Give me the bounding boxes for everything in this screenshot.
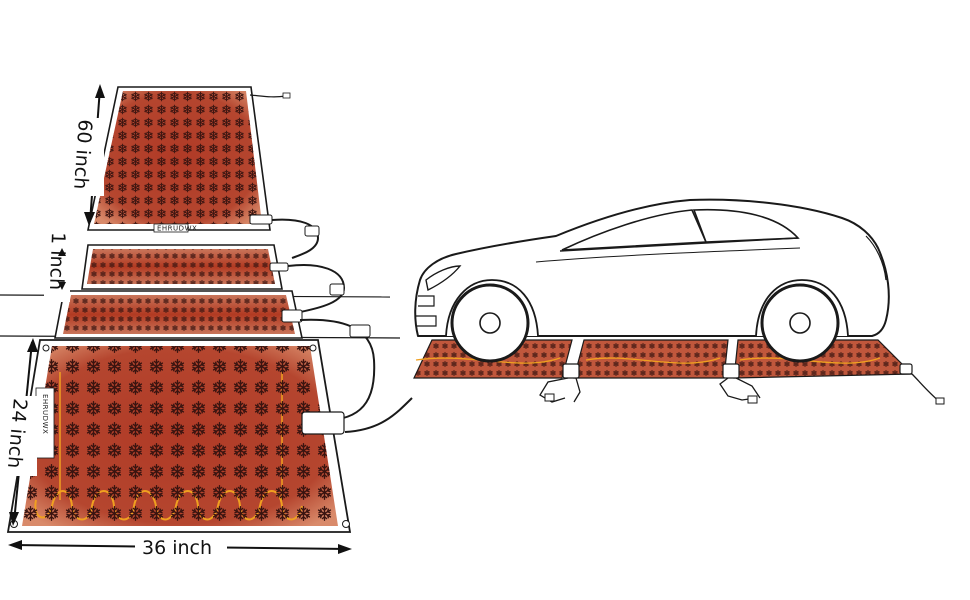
rear-wheel [755,279,849,363]
brand-label-top: EHRUDWX [157,225,197,233]
front-wheel [445,279,539,363]
arrow-icon [84,212,95,226]
brand-label-large: EHRUDWX [41,394,49,434]
power-plug-icon [282,92,291,99]
heating-mat-top: EHRUDWX [87,86,291,233]
power-plug-icon [747,395,758,404]
connector-cable [271,218,320,259]
dimension-length-label: 60 inch [69,119,96,190]
power-plug-icon [349,324,371,338]
arrow-icon [338,544,352,554]
arrow-icon [58,282,66,290]
mat-stack: EHRUDWX [0,84,413,559]
power-plug-icon [304,225,320,237]
power-plug-icon [329,283,345,296]
arrow-icon [27,338,38,352]
connector-cable [344,397,413,433]
power-plug-icon [935,397,945,405]
heating-mat-large: EHRUDWX [6,339,352,533]
heating-mat-second [81,244,289,290]
arrow-icon [58,248,66,256]
dimension-span-label: 36 inch [142,537,212,559]
connector-cable [299,318,376,421]
car-scene [413,198,945,405]
arrow-icon [8,540,22,550]
arrow-icon [9,512,19,526]
dimension-gap: 1 inch [44,232,70,302]
power-plug-icon [544,393,555,402]
dimension-gap-label: 1 inch [45,232,69,291]
heating-mat-third [54,290,303,339]
dimension-width: 24 inch [3,338,38,526]
arrow-icon [95,84,105,98]
dimension-length: 60 inch [69,84,105,226]
dimension-span: 36 inch [8,535,352,559]
